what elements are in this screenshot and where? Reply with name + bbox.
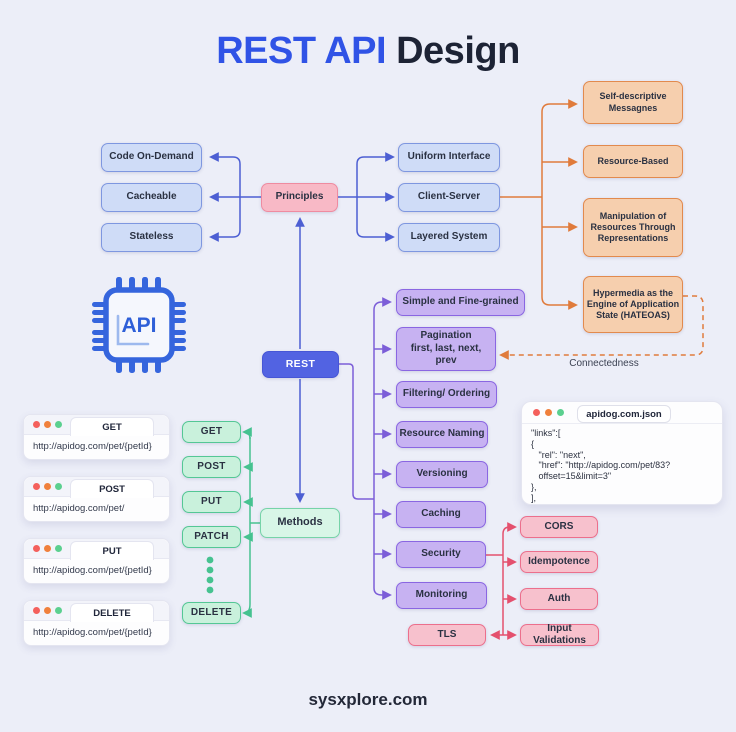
traffic-light-orange-icon (44, 607, 51, 614)
design-node-simple: Simple and Fine-grained (396, 289, 525, 316)
design-node-security: Security (396, 541, 486, 568)
security-node-idempotence: Idempotence (520, 551, 598, 573)
title-rest: Design (386, 30, 520, 72)
json-code-block: "links":[ { "rel": "next", "href": "http… (522, 424, 722, 504)
traffic-light-green-icon (55, 545, 62, 552)
request-card-delete: DELETE http://apidog.com/pet/{petId} (23, 600, 170, 646)
design-node-resource-naming: Resource Naming (396, 421, 488, 448)
url-text: http://apidog.com/pet/{petId} (33, 627, 152, 638)
constraint-node-manipulation: Manipulation of Resources Through Repres… (583, 198, 683, 257)
traffic-light-orange-icon (44, 483, 51, 490)
principle-node-client-server: Client-Server (398, 183, 500, 212)
url-text: http://apidog.com/pet/ (33, 503, 125, 514)
traffic-light-red-icon (33, 483, 40, 490)
method-node-put: PUT (182, 491, 241, 513)
principle-node-code-on-demand: Code On-Demand (101, 143, 202, 172)
code-line: "href": "http://apidog.com/pet/83? (531, 460, 671, 471)
principles-hub: Principles (261, 183, 338, 212)
traffic-light-green-icon (55, 483, 62, 490)
design-node-pagination: Pagination first, last, next, prev (396, 327, 496, 371)
traffic-light-orange-icon (44, 545, 51, 552)
card-header: apidog.com.json (522, 402, 722, 424)
rest-hub: REST (262, 351, 339, 378)
constraint-node-resource-based: Resource-Based (583, 145, 683, 178)
traffic-light-green-icon (55, 607, 62, 614)
json-file-tab: apidog.com.json (577, 405, 671, 423)
methods-hub: Methods (260, 508, 340, 538)
traffic-light-orange-icon (545, 409, 552, 416)
code-line: "links":[ (531, 428, 561, 438)
principle-node-cacheable: Cacheable (101, 183, 202, 212)
constraint-node-hateoas: Hypermedia as the Engine of Application … (583, 276, 683, 333)
card-header: POST (24, 477, 169, 498)
method-node-get: GET (182, 421, 241, 443)
card-header: PUT (24, 539, 169, 560)
method-node-delete: DELETE (182, 602, 241, 624)
principle-node-uniform-interface: Uniform Interface (398, 143, 500, 172)
traffic-light-green-icon (55, 421, 62, 428)
request-card-put: PUT http://apidog.com/pet/{petId} (23, 538, 170, 584)
ellipsis-dots-icon (206, 556, 214, 594)
traffic-light-green-icon (557, 409, 564, 416)
design-node-filtering: Filtering/ Ordering (396, 381, 497, 408)
card-header: DELETE (24, 601, 169, 622)
design-node-caching: Caching (396, 501, 486, 528)
pagination-subtitle: first, last, next, prev (410, 342, 482, 367)
chip-label: API (121, 314, 156, 337)
traffic-light-red-icon (33, 421, 40, 428)
title-highlight: REST API (216, 30, 387, 72)
page-title: REST API Design (0, 30, 736, 73)
code-line: ], (531, 492, 537, 503)
request-card-get: GET http://apidog.com/pet/{petId} (23, 414, 170, 460)
browser-tab: DELETE (70, 603, 154, 622)
code-line: offset=15&limit=3" (531, 471, 612, 482)
traffic-light-orange-icon (44, 421, 51, 428)
code-line: }, (531, 481, 537, 492)
design-node-versioning: Versioning (396, 461, 488, 488)
url-text: http://apidog.com/pet/{petId} (33, 441, 152, 452)
browser-tab: POST (70, 479, 154, 498)
code-line: { (531, 438, 535, 449)
design-node-monitoring: Monitoring (396, 582, 487, 609)
footer-site: sysxplore.com (308, 690, 428, 709)
json-card: apidog.com.json "links":[ { "rel": "next… (521, 401, 723, 505)
traffic-light-red-icon (33, 607, 40, 614)
request-card-post: POST http://apidog.com/pet/ (23, 476, 170, 522)
traffic-light-red-icon (33, 545, 40, 552)
security-node-input-validations: Input Validations (520, 623, 599, 646)
url-text: http://apidog.com/pet/{petId} (33, 565, 152, 576)
browser-tab: PUT (70, 541, 154, 560)
method-node-post: POST (182, 456, 241, 478)
constraint-node-self-descriptive: Self-descriptive Messagnes (583, 81, 683, 124)
code-line: "rel": "next", (531, 449, 586, 460)
method-node-patch: PATCH (182, 526, 241, 548)
security-node-cors: CORS (520, 516, 598, 538)
pagination-title: Pagination (420, 330, 472, 342)
api-chip-icon: API (92, 277, 186, 373)
card-header: GET (24, 415, 169, 436)
principle-node-stateless: Stateless (101, 223, 202, 252)
browser-tab: GET (70, 417, 154, 436)
security-node-tls: TLS (408, 624, 486, 646)
connectedness-label: Connectedness (569, 358, 639, 369)
principle-node-layered-system: Layered System (398, 223, 500, 252)
traffic-light-red-icon (533, 409, 540, 416)
security-node-auth: Auth (520, 588, 598, 610)
